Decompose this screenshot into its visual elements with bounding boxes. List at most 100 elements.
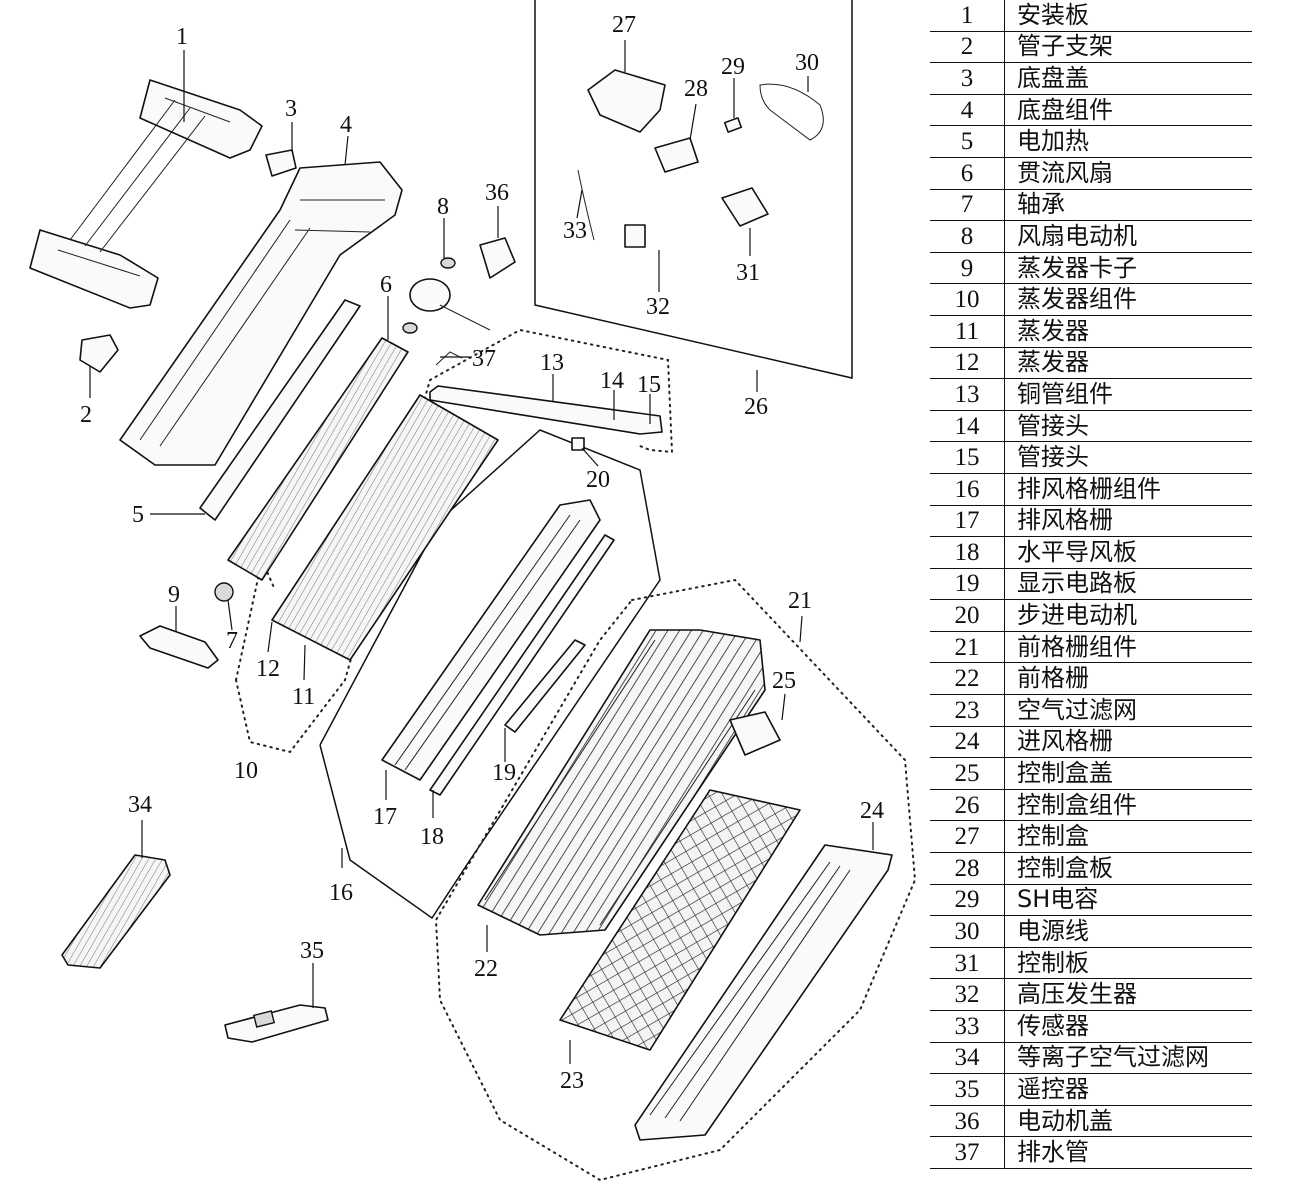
part-name: 步进电动机 <box>1004 599 1252 632</box>
part-number: 1 <box>930 0 1005 32</box>
part-name: 蒸发器 <box>1004 315 1252 348</box>
callout-30: 30 <box>795 50 819 76</box>
stepper-motor <box>571 437 585 451</box>
part-number: 13 <box>930 378 1005 411</box>
callout-20: 20 <box>586 467 610 493</box>
plasma-air-filter <box>61 854 171 969</box>
mounting-plate <box>29 79 263 309</box>
callout-19: 19 <box>492 760 516 786</box>
callout-23: 23 <box>560 1068 584 1094</box>
drain-pipe <box>435 351 463 366</box>
part-name: 进风格栅 <box>1004 726 1252 759</box>
callout-33: 33 <box>563 218 587 244</box>
part-name: 排风格栅 <box>1004 505 1252 538</box>
callout-26: 26 <box>744 394 768 420</box>
part-name: 控制盒盖 <box>1004 757 1252 790</box>
callout-2: 2 <box>80 402 92 428</box>
front-grille <box>477 629 766 936</box>
control-box-cover <box>729 711 781 756</box>
part-number: 23 <box>930 694 1005 727</box>
part-number: 20 <box>930 599 1005 632</box>
control-box-group-outline <box>534 0 853 379</box>
pipe-bracket <box>79 334 119 373</box>
part-name: 铜管组件 <box>1004 378 1252 411</box>
callout-25: 25 <box>772 668 796 694</box>
part-number: 28 <box>930 852 1005 885</box>
part-number: 27 <box>930 820 1005 854</box>
callout-36: 36 <box>485 180 509 206</box>
part-name: 底盘盖 <box>1004 62 1252 95</box>
part-number: 33 <box>930 1010 1005 1043</box>
callout-15: 15 <box>637 372 661 398</box>
part-number: 5 <box>930 125 1005 158</box>
part-name: 排水管 <box>1004 1136 1252 1169</box>
callout-3: 3 <box>285 96 297 122</box>
discharge-grille <box>381 499 601 781</box>
copper-pipe-assembly <box>429 385 663 435</box>
part-number: 6 <box>930 157 1005 190</box>
part-name: 电动机盖 <box>1004 1105 1252 1138</box>
chassis-assembly <box>119 161 403 466</box>
callout-1: 1 <box>176 24 188 50</box>
part-number: 12 <box>930 347 1005 380</box>
callout-11: 11 <box>292 684 315 710</box>
callout-6: 6 <box>380 272 392 298</box>
part-name: 管子支架 <box>1004 31 1252 64</box>
part-name: 水平导风板 <box>1004 536 1252 569</box>
part-name: 空气过滤网 <box>1004 694 1252 727</box>
part-number: 18 <box>930 536 1005 569</box>
part-number: 7 <box>930 189 1005 222</box>
fan-motor <box>402 257 491 334</box>
part-number: 36 <box>930 1105 1005 1138</box>
part-number: 25 <box>930 757 1005 790</box>
callout-18: 18 <box>420 824 444 850</box>
callout-5: 5 <box>132 502 144 528</box>
part-name: 前格栅 <box>1004 662 1252 696</box>
callout-22: 22 <box>474 956 498 982</box>
motor-cover <box>479 237 516 279</box>
part-number: 15 <box>930 441 1005 474</box>
callout-31: 31 <box>736 260 760 286</box>
display-circuit-board <box>504 639 586 733</box>
part-number: 21 <box>930 631 1005 664</box>
evaporator-group-outline <box>235 328 674 754</box>
exploded-view-diagram: 1 2 3 4 5 6 7 8 9 10 11 12 13 14 15 16 1… <box>29 0 917 1182</box>
part-name: 轴承 <box>1004 189 1252 222</box>
part-number: 16 <box>930 473 1005 506</box>
part-name: 控制板 <box>1004 947 1252 980</box>
leader-lines <box>89 40 874 1064</box>
control-box <box>587 69 666 133</box>
control-board <box>721 187 769 227</box>
bearing <box>214 582 234 602</box>
callout-14: 14 <box>600 368 624 394</box>
part-name: 传感器 <box>1004 1010 1252 1043</box>
callout-4: 4 <box>340 112 352 138</box>
part-number: 14 <box>930 410 1005 443</box>
part-name: 贯流风扇 <box>1004 157 1252 190</box>
intake-grille <box>634 844 893 1141</box>
callout-21: 21 <box>788 588 812 614</box>
callout-10: 10 <box>234 758 258 784</box>
